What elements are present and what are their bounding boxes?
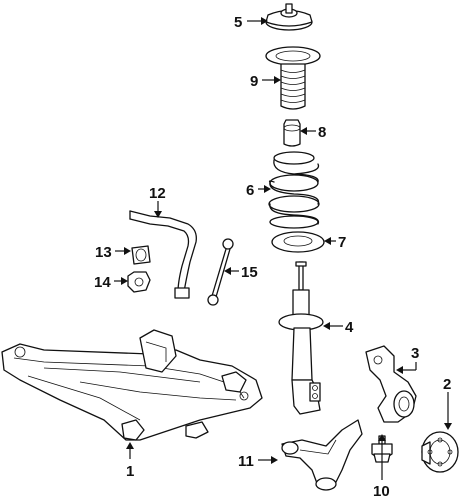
part-3-steering-knuckle — [365, 345, 417, 423]
callout-10: 10 — [373, 483, 390, 500]
callout-8: 8 — [318, 124, 326, 141]
callout-2: 2 — [443, 376, 451, 393]
callout-5: 5 — [234, 14, 242, 31]
leader-lines — [114, 17, 452, 480]
callout-11: 11 — [238, 453, 254, 470]
callout-14: 14 — [94, 274, 111, 291]
callout-3: 3 — [411, 345, 419, 362]
callout-7: 7 — [338, 234, 346, 251]
callout-13: 13 — [95, 244, 112, 261]
part-11-lower-control-arm — [281, 419, 363, 491]
part-5-strut-mount — [265, 3, 313, 31]
part-8-bump-stop — [283, 119, 301, 147]
callout-12: 12 — [149, 185, 166, 202]
part-6-coil-spring — [268, 151, 320, 229]
callout-4: 4 — [345, 319, 354, 336]
part-12-stabilizer-bar — [129, 210, 197, 299]
part-2-wheel-hub — [421, 431, 459, 473]
callout-labels: 5 9 8 6 7 4 12 13 14 15 1 3 2 11 10 — [94, 14, 451, 500]
part-9-dust-boot — [265, 46, 321, 110]
part-7-spring-seat — [271, 231, 325, 253]
callout-1: 1 — [126, 463, 134, 480]
callout-9: 9 — [250, 73, 258, 90]
callout-15: 15 — [241, 264, 258, 281]
part-4-strut-assembly — [278, 261, 324, 415]
part-1-crossmember — [1, 329, 263, 441]
part-14-stabilizer-bracket — [127, 271, 151, 293]
part-15-stabilizer-link — [207, 238, 234, 306]
callout-6: 6 — [246, 182, 254, 199]
part-13-stabilizer-bushing — [131, 245, 151, 265]
